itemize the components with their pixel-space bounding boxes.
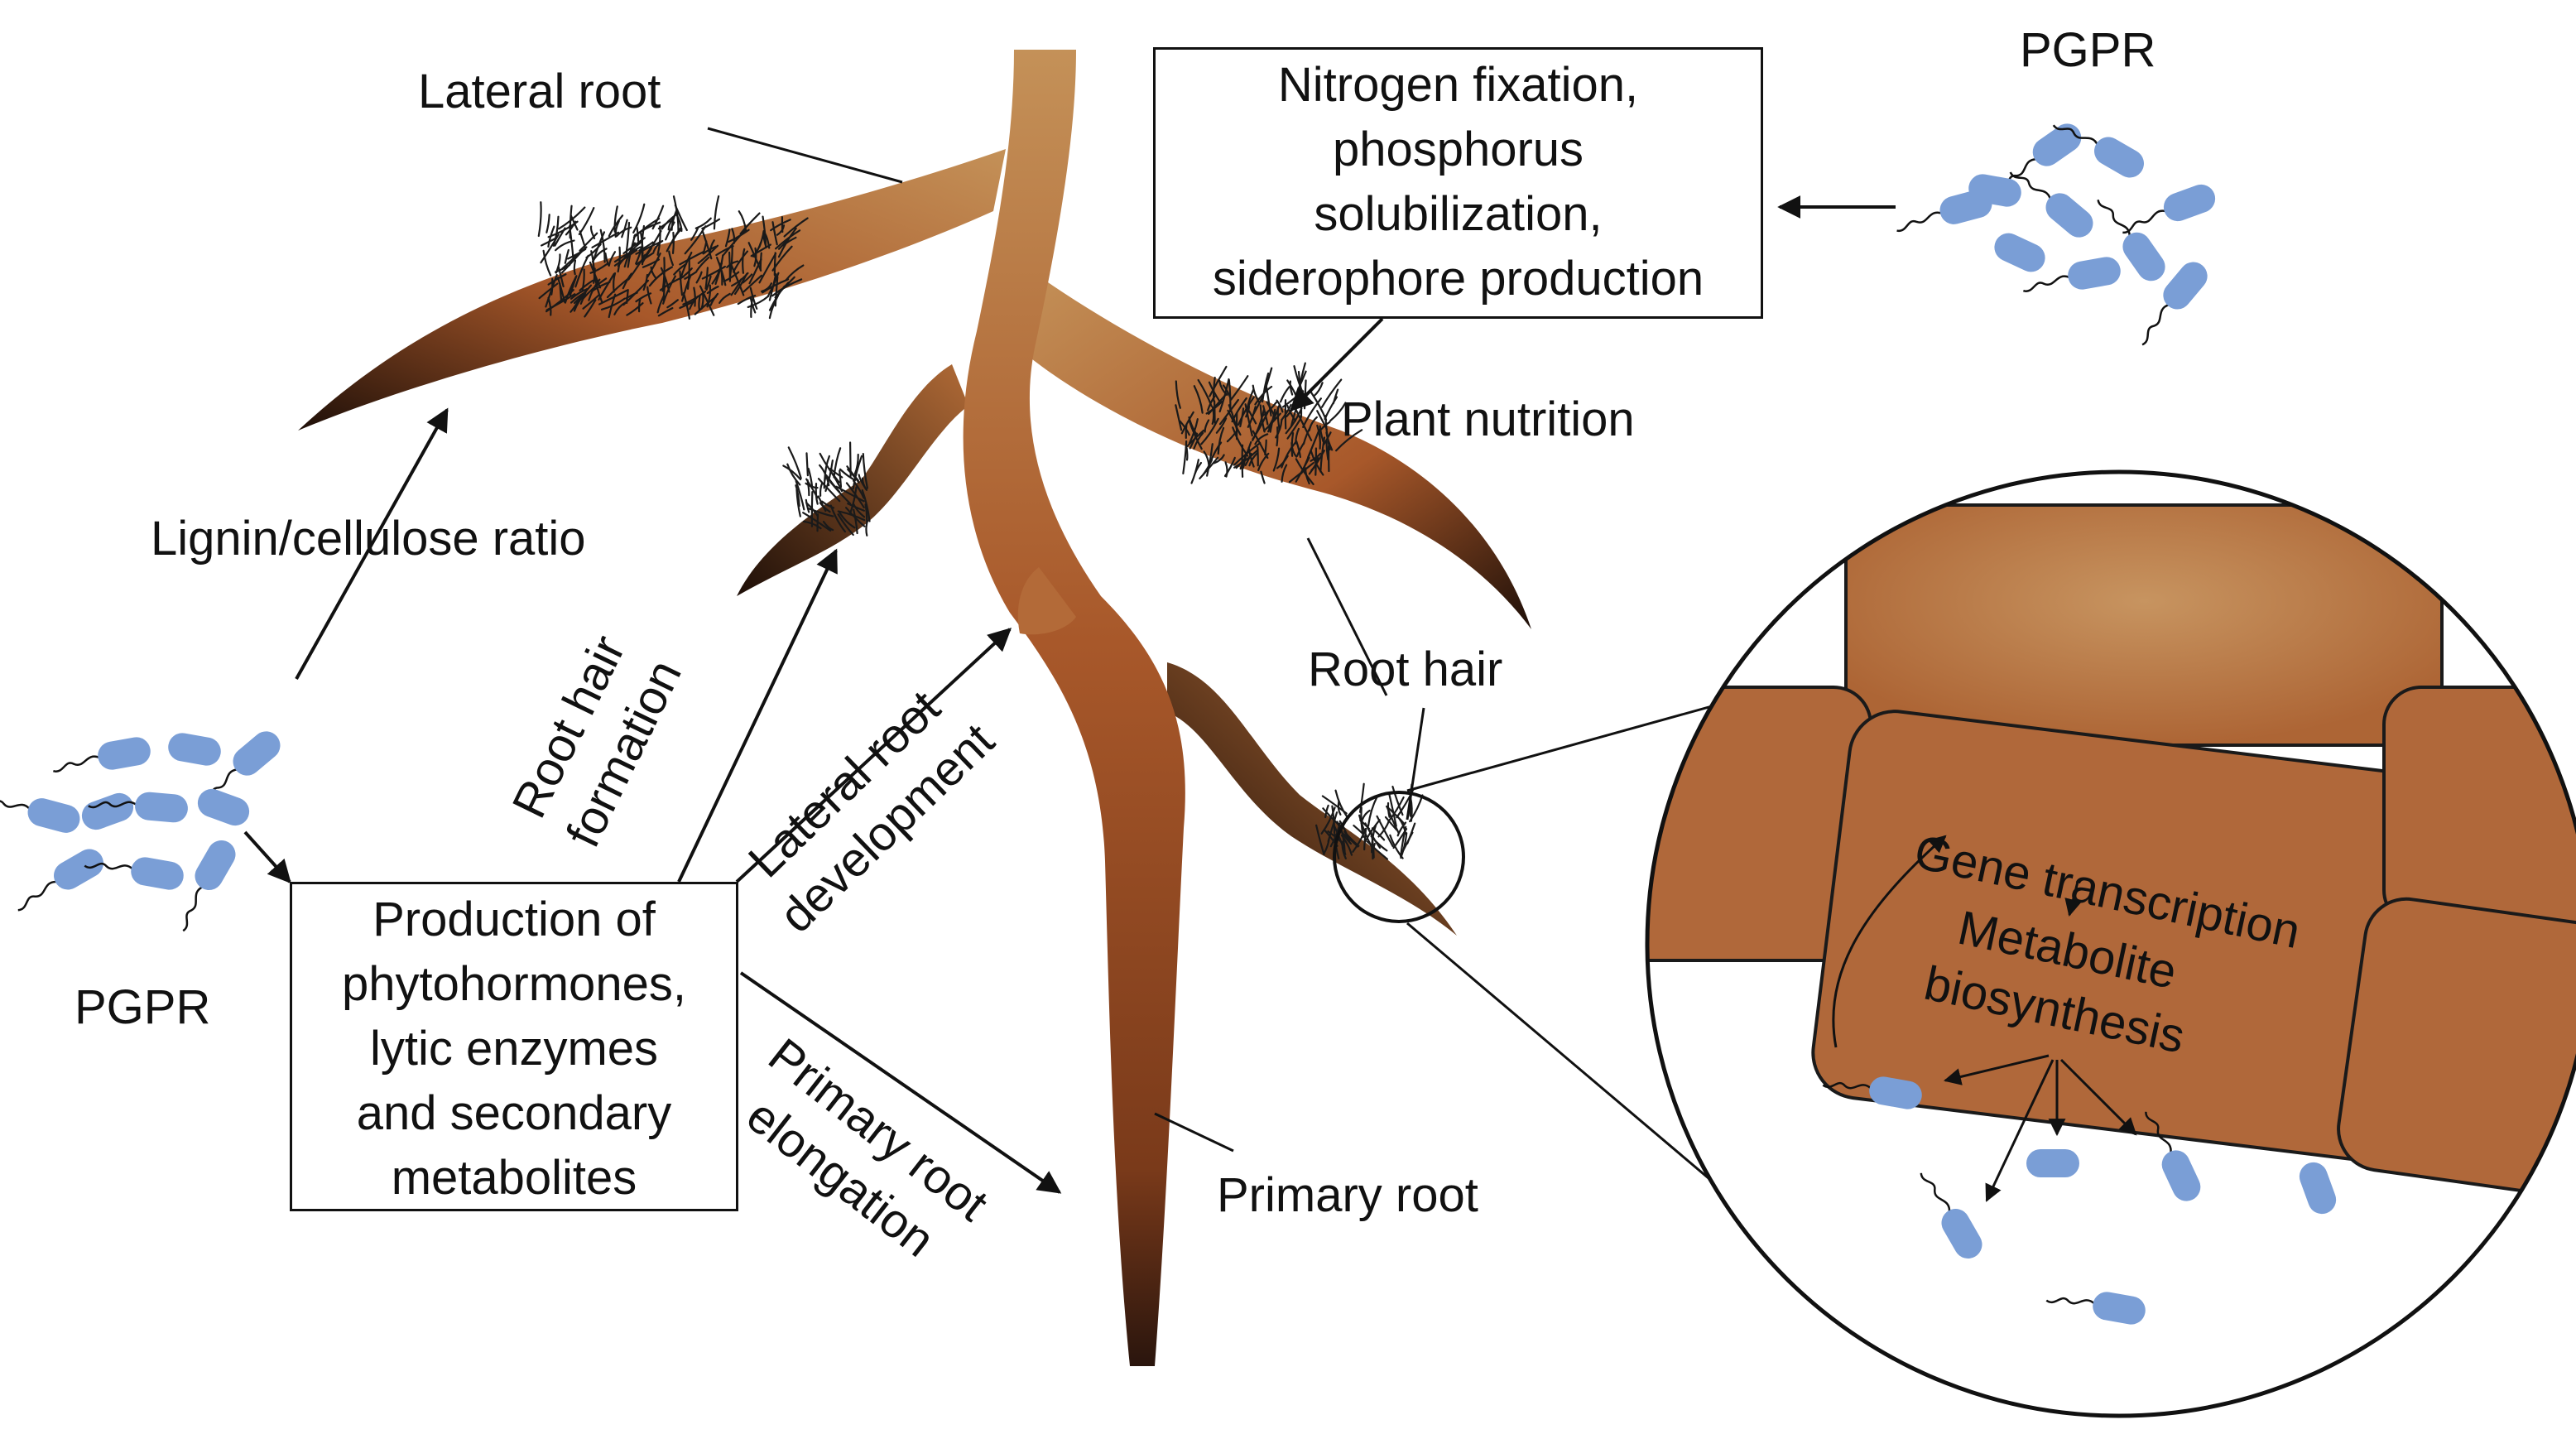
- arrow-pgpr-to-lignin: [295, 407, 449, 680]
- lateral-root-lower-right: [1167, 662, 1457, 936]
- zoom-origin-circle: [1333, 791, 1465, 923]
- label-pgpr-top: PGPR: [2020, 23, 2156, 77]
- arrow-root-hair-formation: [677, 548, 838, 883]
- label-primary-root: Primary root: [1217, 1168, 1478, 1222]
- bacterium-icon: [2052, 124, 2144, 178]
- arrow-box-to-nutrition: [1290, 317, 1384, 411]
- arrows: [243, 195, 1896, 1194]
- bacterium-icon: [1822, 1076, 1922, 1109]
- label-pgpr-left: PGPR: [74, 980, 211, 1034]
- bacterium-icon: [2141, 262, 2208, 346]
- bacterium-icon: [1994, 233, 2045, 272]
- nutrition-line-4: siderophore production: [1212, 252, 1704, 306]
- cell-top: [1844, 503, 2444, 747]
- bacterium-icon: [81, 792, 134, 830]
- bacterium-icon: [17, 849, 103, 912]
- nutrition-line-2: phosphorus: [1332, 123, 1584, 176]
- bacterium-icon: [2097, 199, 2165, 282]
- lateral-root-right: [1018, 273, 1531, 629]
- bacteria-group: [0, 123, 2337, 1325]
- nutrition-box: Nitrogen fixation, phosphorus solubiliza…: [1153, 47, 1763, 319]
- bacterium-icon: [2145, 1111, 2201, 1201]
- production-line-4: and secondary: [356, 1086, 672, 1140]
- bacterium-icon: [2009, 171, 2093, 238]
- bacterium-icon: [197, 788, 250, 826]
- label-lignin-cellulose: Lignin/cellulose ratio: [151, 512, 586, 565]
- production-line-3: lytic enzymes: [369, 1022, 659, 1076]
- bacterium-icon: [2026, 1149, 2079, 1177]
- nutrition-line-3: solubilization,: [1314, 187, 1603, 241]
- cell-right-top: [2382, 686, 2576, 929]
- lateral-root-upper-left: [298, 149, 1006, 431]
- nutrition-line-1: Nitrogen fixation,: [1277, 58, 1639, 112]
- bacterium-icon: [182, 840, 236, 932]
- bacterium-icon: [168, 733, 221, 766]
- bacterium-icon: [2122, 184, 2216, 233]
- bacterium-icon: [0, 798, 80, 833]
- zoom-view: [1645, 469, 2576, 1418]
- bacterium-icon: [2023, 257, 2121, 292]
- signal-arrow: [1832, 835, 1947, 1048]
- bacterium-icon: [84, 857, 184, 890]
- bacterium-icon: [53, 737, 151, 772]
- production-line-2: phytohormones,: [342, 957, 686, 1011]
- label-root-hair: Root hair: [1308, 642, 1503, 696]
- production-box: Production of phytohormones, lytic enzym…: [290, 882, 738, 1211]
- arrow-primary-root-elongation: [739, 971, 1062, 1194]
- bacterium-icon: [2299, 1162, 2337, 1215]
- arrow-lateral-root-development: [735, 628, 1012, 883]
- production-line-1: Production of: [372, 893, 656, 946]
- root-system: [298, 50, 1531, 1366]
- primary-root: [963, 50, 1185, 1366]
- bacterium-icon: [1920, 1172, 1982, 1259]
- transcription-to-biosynthesis-arrow: [2064, 881, 2082, 917]
- label-lateral-root: Lateral root: [418, 65, 661, 118]
- label-plant-nutrition: Plant nutrition: [1341, 392, 1635, 446]
- bacterium-icon: [2045, 1292, 2146, 1325]
- lateral-root-primordium: [1017, 567, 1076, 635]
- bacterium-icon: [88, 792, 188, 823]
- production-line-5: metabolites: [391, 1151, 637, 1205]
- arrow-pgpr-to-production: [243, 830, 291, 884]
- lateral-root-small-left: [737, 364, 968, 596]
- bacterium-icon: [1896, 190, 1992, 232]
- leader-lines: [707, 127, 1752, 1198]
